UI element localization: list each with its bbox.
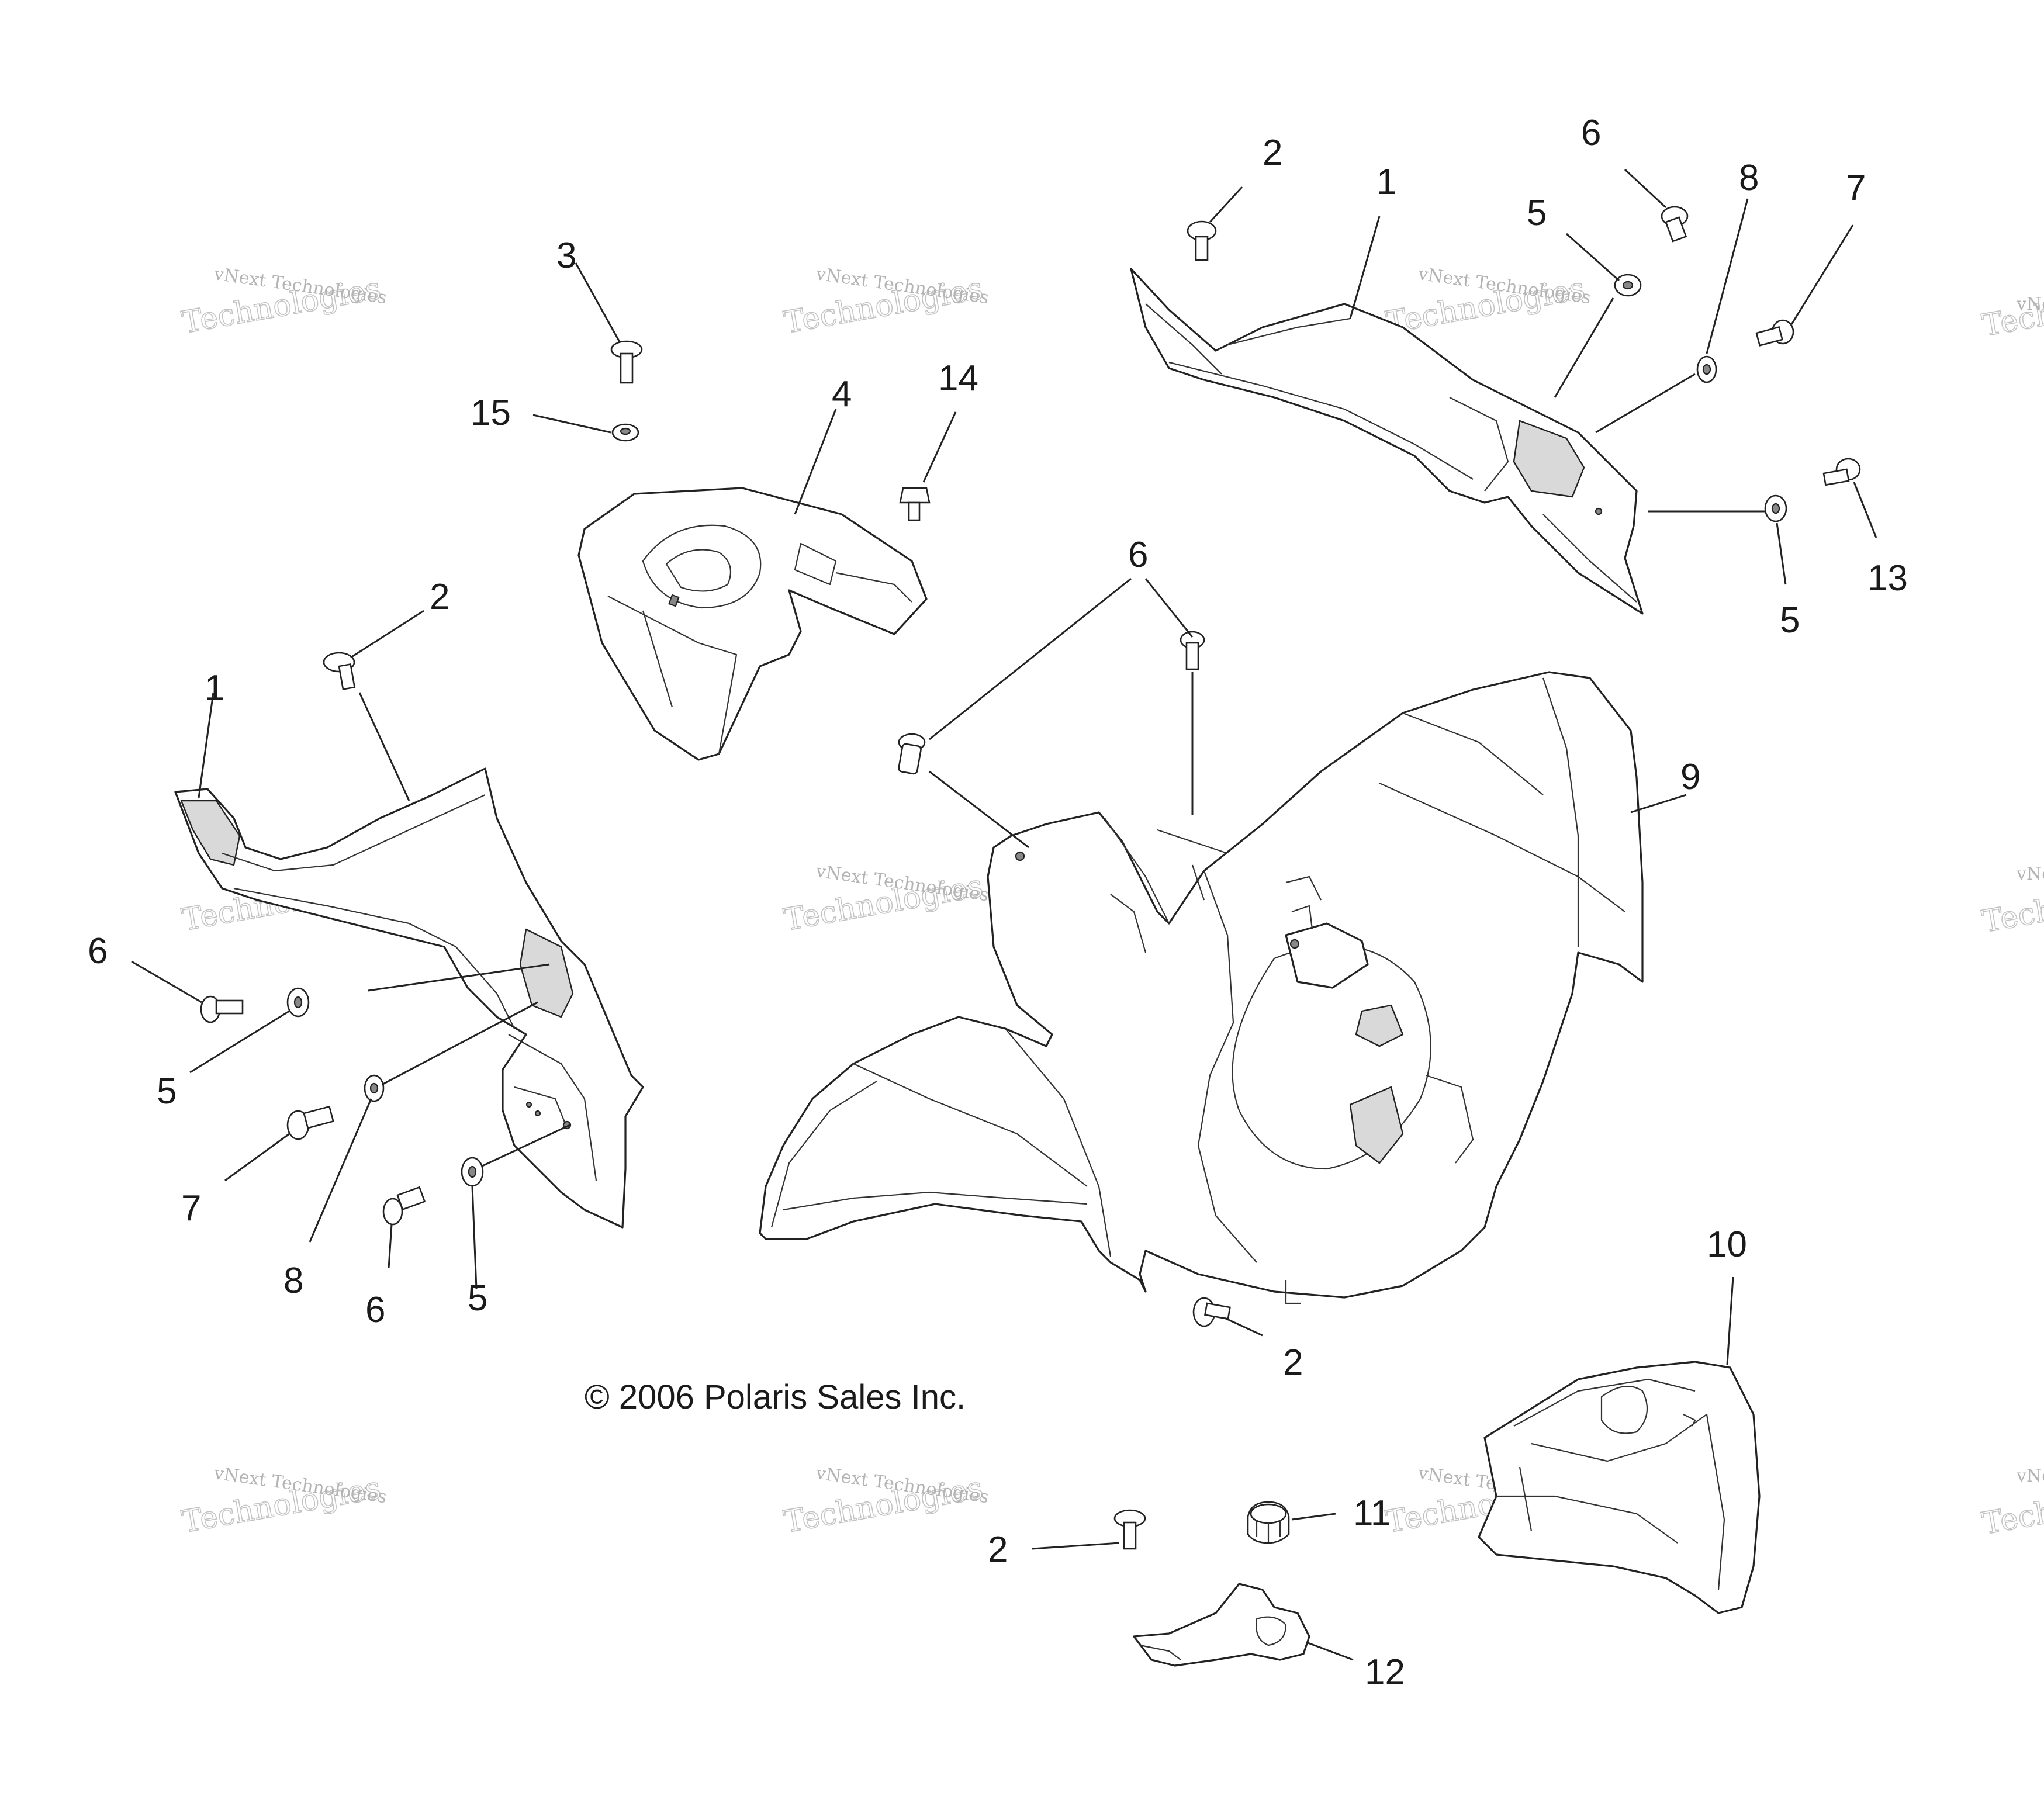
- part-10-pod-cover: [1478, 1361, 1761, 1614]
- watermark-large: Technologies: [1980, 274, 2044, 344]
- callout-1: 1: [1376, 162, 1396, 202]
- callout-5: 5: [157, 1071, 177, 1112]
- fastener-8-washer: [364, 1074, 385, 1102]
- fastener-8-washer: [1696, 355, 1717, 383]
- callout-7: 7: [1846, 168, 1866, 208]
- part-1-side-panel-right: [1130, 268, 1644, 615]
- fastener-5-washer: [1764, 494, 1787, 522]
- fastener-11-grommet: [1247, 1501, 1290, 1544]
- callout-14: 14: [938, 358, 978, 399]
- watermark-fragment: vNext: [2016, 1466, 2044, 1486]
- callout-10: 10: [1707, 1224, 1747, 1265]
- callout-numbers: 3 15 4 14 2 1 6 5 8 7 13 5 2 1 6 5 7 8 6…: [88, 113, 1908, 1693]
- fastener-2-screw: [323, 652, 356, 690]
- watermark-edge-2: vNext Technologies: [1979, 864, 2044, 940]
- fastener-6-bolt: [1180, 631, 1205, 670]
- callout-6: 6: [1581, 113, 1601, 153]
- watermark-edge-1: vNext Technologies: [1979, 274, 2044, 344]
- watermark-1: vNext Technologies Technologies: [179, 264, 388, 341]
- watermark-2: vNext Technologies Technologies: [781, 264, 990, 341]
- watermark-7: vNext Technologies Technologies: [179, 1463, 388, 1540]
- fastener-5-washer: [461, 1157, 484, 1187]
- callout-2: 2: [430, 577, 449, 617]
- fastener-2-screw: [1192, 1297, 1231, 1327]
- callout-5: 5: [1527, 193, 1547, 233]
- callout-2: 2: [1263, 133, 1282, 173]
- watermark-edge-3: vNext Technologies: [1979, 1466, 2044, 1542]
- fastener-7-bolt: [1755, 319, 1794, 347]
- callout-2: 2: [988, 1529, 1008, 1570]
- fastener-13-bolt: [1822, 458, 1861, 486]
- callout-15: 15: [471, 393, 511, 433]
- fastener-7-bolt: [286, 1105, 334, 1140]
- callout-13: 13: [1867, 558, 1908, 598]
- watermark-fragment: vNext: [2016, 294, 2044, 314]
- leader-lines: [131, 168, 1877, 1661]
- callout-11: 11: [1353, 1493, 1391, 1534]
- watermark-fragment: vNext: [2016, 864, 2044, 884]
- callout-6: 6: [365, 1290, 385, 1330]
- part-1-side-panel-left: [174, 767, 644, 1229]
- fastener-15-washer: [611, 423, 639, 442]
- callout-12: 12: [1365, 1652, 1405, 1693]
- callout-8: 8: [1739, 158, 1759, 198]
- fastener-5-washer: [1614, 274, 1642, 297]
- callout-7: 7: [181, 1188, 201, 1229]
- fastener-2-screw: [1113, 1509, 1146, 1550]
- callout-4: 4: [832, 374, 852, 414]
- fastener-14-bolt: [899, 487, 931, 521]
- watermark-8: vNext Technologies Technologies: [781, 1463, 990, 1540]
- fastener-5-washer: [286, 987, 310, 1018]
- callout-6: 6: [1128, 535, 1148, 575]
- fastener-6-bolt: [200, 995, 244, 1023]
- callout-1: 1: [205, 668, 224, 708]
- callout-6: 6: [88, 931, 108, 971]
- callout-5: 5: [1780, 600, 1800, 641]
- fastener-2-screw: [1187, 220, 1217, 261]
- callout-3: 3: [556, 236, 576, 276]
- fastener-3-screw: [610, 340, 643, 384]
- hardware: [200, 206, 1861, 1550]
- callout-2: 2: [1283, 1342, 1303, 1383]
- part-4-headlight-pod: [577, 487, 928, 761]
- fastener-6-bolt: [898, 733, 926, 775]
- fastener-6-bolt: [1661, 206, 1689, 243]
- watermark-5: vNext Technologies Technologies: [781, 861, 990, 938]
- copyright-notice: © 2006 Polaris Sales Inc.: [585, 1378, 966, 1416]
- watermark-3: vNext Technologies Technologies: [1383, 264, 1592, 341]
- part-9-front-cab: [759, 671, 1644, 1304]
- fastener-6-bolt: [382, 1186, 426, 1226]
- callout-5: 5: [468, 1278, 487, 1319]
- callout-8: 8: [283, 1261, 303, 1301]
- part-12-bracket: [1133, 1583, 1310, 1667]
- callout-9: 9: [1680, 757, 1700, 797]
